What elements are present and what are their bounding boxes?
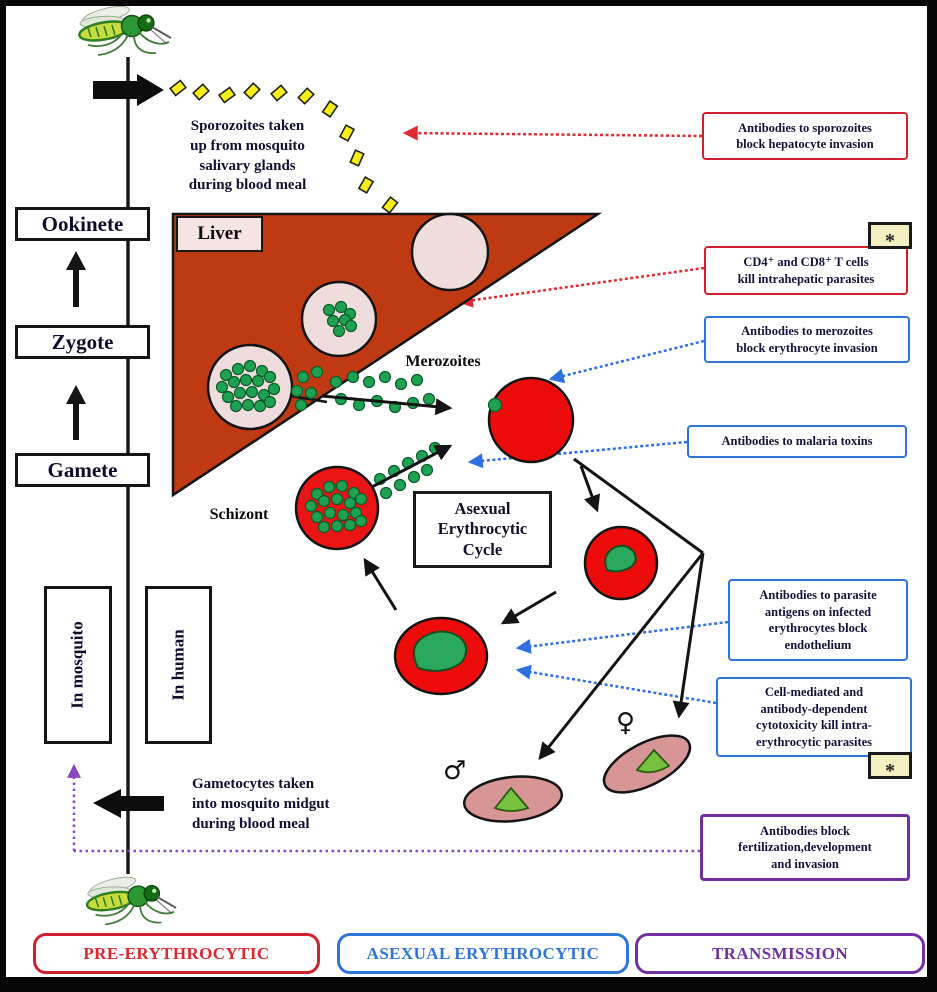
asterisk-box-top: *: [868, 222, 912, 251]
sporozoite-note: Sporozoites taken up from mosquito saliv…: [188, 118, 307, 194]
phase-asexual-erythrocytic: ASEXUAL ERYTHROCYTIC: [337, 933, 629, 974]
annotation-antibodies-merozoites: Antibodies to merozoites block erythrocy…: [704, 316, 910, 363]
purple-dotted-path: [67, 763, 700, 853]
frame-left: [0, 0, 6, 992]
frame-right: [927, 0, 937, 992]
phase-pre-erythrocytic: PRE-ERYTHROCYTIC: [33, 933, 320, 974]
schizont-cell: [294, 465, 380, 551]
annotation-antibodies-toxins: Antibodies to malaria toxins: [687, 425, 907, 458]
liver-label: Liver: [176, 216, 263, 252]
mosquito-icon-top: [76, 1, 173, 57]
host-box-mosquito: In mosquito: [44, 586, 112, 744]
erythrocyte-invaded: [487, 376, 575, 464]
red-dashed-arrows: [402, 125, 705, 308]
trophozoite-late: [393, 616, 489, 696]
cycle-arrows: [363, 457, 705, 760]
merozoite-invasion-arrows: [321, 394, 453, 491]
mosquito-icon-bottom: [84, 872, 178, 926]
stage-box-ookinete: Ookinete: [15, 207, 150, 241]
stage-label-zygote: Zygote: [51, 329, 114, 354]
gametocyte-note: Gametocytes taken into mosquito midgut d…: [192, 776, 330, 832]
frame-top: [0, 0, 937, 6]
annotation-t-cells: CD4⁺ and CD8⁺ T cells kill intrahepatic …: [704, 246, 908, 295]
gametocyte-male: [462, 775, 564, 823]
stage-label-ookinete: Ookinete: [41, 211, 124, 236]
stage-box-zygote: Zygote: [15, 325, 150, 359]
blood-meal-out-arrow: [93, 789, 164, 818]
frame-bottom: [0, 977, 937, 992]
trophozoite-early: [583, 525, 659, 601]
male-symbol: ♂: [443, 756, 467, 786]
asexual-cycle-box: Asexual Erythrocytic Cycle: [413, 491, 552, 568]
stage-label-gamete: Gamete: [47, 457, 118, 482]
host-label-human: In human: [168, 629, 188, 701]
liver-triangle: [171, 212, 603, 498]
annotation-antibodies-antigens: Antibodies to parasite antigens on infec…: [728, 579, 908, 661]
host-label-mosquito: In mosquito: [68, 621, 88, 709]
stage-box-gamete: Gamete: [15, 453, 150, 487]
host-box-human: In human: [145, 586, 212, 744]
hepatocyte-parasites: [215, 300, 358, 413]
stage-up-arrows: [66, 251, 86, 440]
schizont-label: Schizont: [209, 506, 269, 523]
annotation-cell-mediated: Cell-mediated and antibody-dependent cyt…: [716, 677, 912, 757]
annotation-antibodies-sporozoites: Antibodies to sporozoites block hepatocy…: [702, 112, 908, 160]
gametocyte-female: [602, 734, 692, 794]
merozoites-label: Merozoites: [405, 353, 481, 370]
annotation-antibodies-block: Antibodies block fertilization,developme…: [700, 814, 910, 881]
female-symbol: ♀: [616, 708, 636, 738]
blood-meal-in-arrow: [93, 74, 164, 106]
asterisk-box-bottom: *: [868, 752, 912, 781]
phase-transmission: TRANSMISSION: [635, 933, 925, 974]
